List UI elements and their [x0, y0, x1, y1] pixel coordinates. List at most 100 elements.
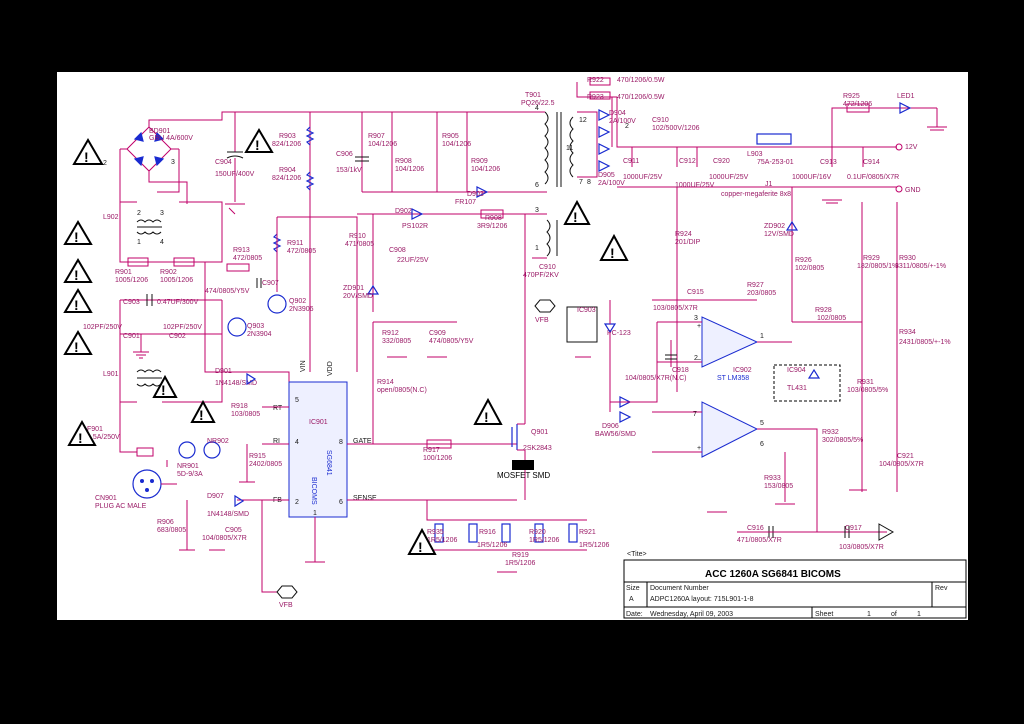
r913-ref: R913: [233, 247, 250, 254]
j1-ref: J1: [765, 181, 773, 188]
r922-ref: R922: [587, 77, 604, 84]
c911-value: 1000UF/25V: [623, 174, 663, 181]
c908-ref: C908: [389, 247, 406, 254]
svg-text:3: 3: [171, 159, 175, 166]
sheet-number: 1: [867, 611, 871, 618]
r911-value: 472/0805: [287, 248, 316, 255]
r931-ref: R931: [857, 379, 874, 386]
warning-triangle-icon: !: [63, 258, 93, 283]
c906-ref: C906: [336, 151, 353, 158]
c915-ref: C915: [687, 289, 704, 296]
svg-text:!: !: [573, 209, 578, 225]
r928-value: 102/0805: [817, 315, 846, 322]
svg-text:8: 8: [587, 179, 591, 186]
r906-value: 683/0805: [157, 527, 186, 534]
d906-ref: D906: [602, 423, 619, 430]
r910-value: 471/0805: [345, 241, 374, 248]
r933-value: 153/0805: [764, 483, 793, 490]
svg-text:12: 12: [579, 117, 587, 124]
r914-value: open/0805(N.C): [377, 387, 427, 394]
d904-value: 2A/100V: [609, 118, 636, 125]
c902-ref: C902: [169, 333, 186, 340]
d907-ref: D907: [207, 493, 224, 500]
r918-ref: R918: [231, 403, 248, 410]
r927-ref: R927: [747, 282, 764, 289]
d903-ref: D903: [467, 191, 484, 198]
c901-value: 102PF/250V: [83, 324, 122, 331]
svg-text:+: +: [697, 323, 701, 330]
r910-ref: R910: [349, 233, 366, 240]
ic904-ref: IC904: [787, 367, 806, 374]
sheet-label: Sheet: [815, 611, 833, 618]
led-ref: LED1: [897, 93, 915, 100]
r908b-value: 3R9/1206: [477, 223, 507, 230]
svg-text:2: 2: [103, 160, 107, 167]
svg-text:1: 1: [535, 245, 539, 252]
r927-value: 203/0805: [747, 290, 776, 297]
zd902-ref: ZD902: [764, 223, 785, 230]
r926-value: 102/0805: [795, 265, 824, 272]
c918-value: 104/0805/X7R(N.C): [625, 375, 686, 382]
l903-value: 75A-253-01: [757, 159, 794, 166]
warning-triangle-icon: !: [67, 419, 97, 446]
svg-text:!: !: [484, 409, 489, 425]
r901-ref: R901: [115, 269, 132, 276]
bridge-value: GBU 4A/600V: [149, 135, 193, 142]
r926-ref: R926: [795, 257, 812, 264]
ic903-ref: IC903: [577, 307, 596, 314]
pin-gate-label: GATE: [353, 438, 372, 445]
c902-value: 102PF/250V: [163, 324, 202, 331]
rev-label: Rev: [935, 585, 948, 592]
r929-value: 182/0805/1%: [857, 263, 898, 270]
r908-value: 104/1206: [395, 166, 424, 173]
r909-value: 104/1206: [471, 166, 500, 173]
size-label: Size: [626, 585, 640, 592]
j1-value: copper-megaferite 8x8: [721, 191, 791, 198]
warning-triangle-icon: !: [473, 397, 503, 425]
r932-value: 302/0805/5%: [822, 437, 863, 444]
r903-ref: R903: [279, 133, 296, 140]
svg-text:3: 3: [160, 210, 164, 217]
r935-value: 1R5/1206: [427, 537, 457, 544]
svg-text:1: 1: [313, 510, 317, 517]
r925-value: 472/1206: [843, 101, 872, 108]
r916-value: 1R5/1206: [477, 542, 507, 549]
d902-ref: D902: [395, 208, 412, 215]
d905-ref: D905: [598, 172, 615, 179]
c904-ref: C904: [215, 159, 232, 166]
c903-ref: C903: [123, 299, 140, 306]
zd901-value: 20V/SMD: [343, 293, 373, 300]
r920-ref: R920: [529, 529, 546, 536]
svg-text:2: 2: [694, 355, 698, 362]
svg-text:!: !: [418, 539, 423, 555]
svg-text:7: 7: [579, 179, 583, 186]
r908b-ref: R908: [485, 215, 502, 222]
r902-ref: R902: [160, 269, 177, 276]
c913-ref: C913: [820, 159, 837, 166]
c921-ref: C921: [897, 453, 914, 460]
fuse-value: 2.5A/250V: [87, 434, 120, 441]
out-12v-label: 12V: [905, 144, 918, 151]
r907-ref: R907: [368, 133, 385, 140]
r909-ref: R909: [471, 158, 488, 165]
c909-value: 474/0805/Y5V: [429, 338, 474, 345]
svg-text:−: −: [697, 357, 701, 364]
r933-ref: R933: [764, 475, 781, 482]
r917-value: 100/1206: [423, 455, 452, 462]
warning-triangle-icon: !: [407, 527, 437, 555]
d901-value: 1N4148/SMD: [215, 380, 257, 387]
svg-text:6: 6: [760, 441, 764, 448]
r901-value: 1005/1206: [115, 277, 148, 284]
r915-ref: R915: [249, 453, 266, 460]
svg-text:4: 4: [160, 239, 164, 246]
c912-ref: C912: [679, 158, 696, 165]
r905-ref: R905: [442, 133, 459, 140]
r919-value: 1R5/1206: [505, 560, 535, 567]
svg-text:5: 5: [295, 397, 299, 404]
q901-ref: Q901: [531, 429, 548, 436]
svg-text:11: 11: [566, 145, 573, 152]
q902-value: 2N3906: [289, 306, 314, 313]
date-value: Wednesday, April 09, 2003: [650, 611, 733, 618]
r935-ref: R935: [427, 529, 444, 536]
r934-ref: R934: [899, 329, 916, 336]
